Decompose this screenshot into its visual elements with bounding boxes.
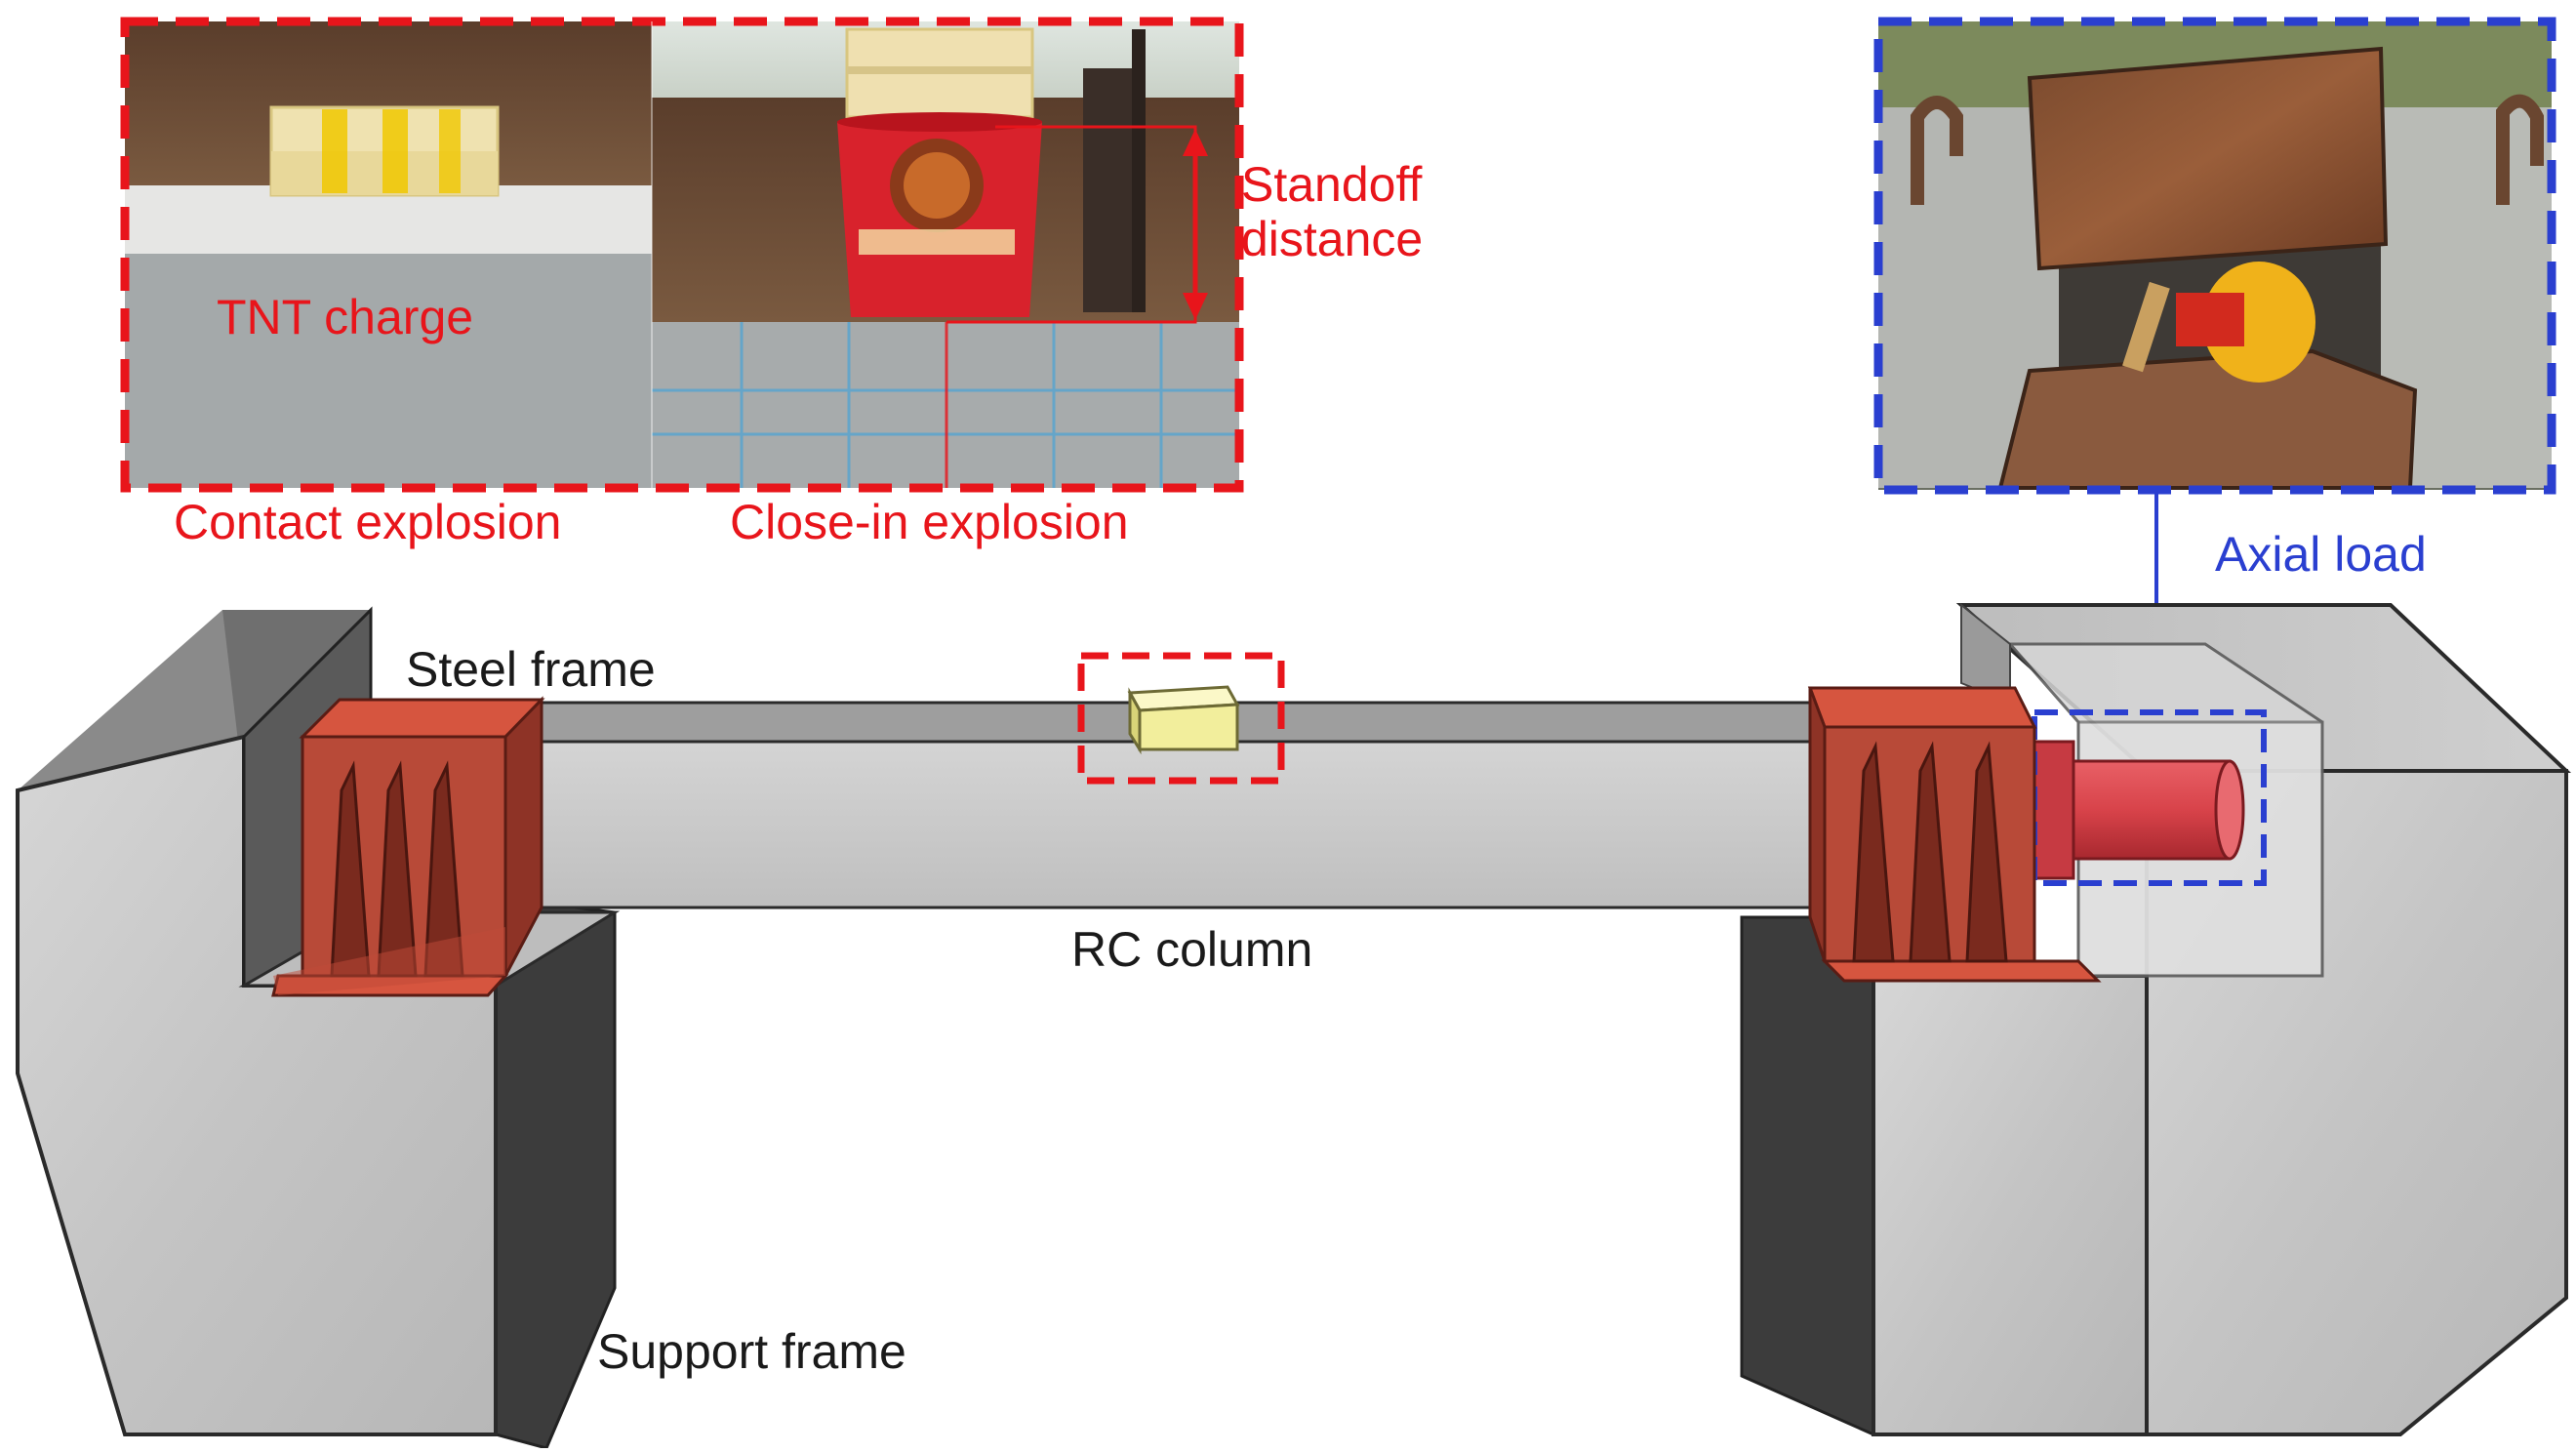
close-in-explosion-label: Close-in explosion [730,495,1129,549]
tnt-charge-model [1077,652,1285,785]
support-frame-right [1740,602,2572,1436]
standoff-label-line2: distance [1241,212,1423,266]
red-dashed-marker [1077,652,1285,785]
steel-frame-label: Steel frame [406,642,656,697]
standoff-arrow [946,125,1208,324]
steel-frame-left [271,696,545,997]
blue-dashed-frame [1873,17,2556,495]
axial-load-label: Axial load [2215,527,2427,582]
standoff-label-line1: Standoff [1241,157,1422,212]
contact-explosion-photo [125,21,652,488]
standoff-cup-photo [837,27,1042,317]
axial-jack-model [2032,709,2267,886]
close-in-explosion-photo [652,21,1239,488]
red-dashed-frame [120,17,1244,493]
tnt-charge-label: TNT charge [217,290,473,344]
axial-load-photo-inset: Axial load [1873,17,2556,703]
rc-column-label: RC column [1071,922,1312,977]
steel-frame-right [1807,686,2102,983]
contact-explosion-label: Contact explosion [174,495,561,549]
tnt-block-photo [269,105,500,197]
explosion-photo-inset: TNT charge Standoff distance Contact exp… [120,17,1423,549]
support-frame-label: Support frame [597,1324,906,1379]
